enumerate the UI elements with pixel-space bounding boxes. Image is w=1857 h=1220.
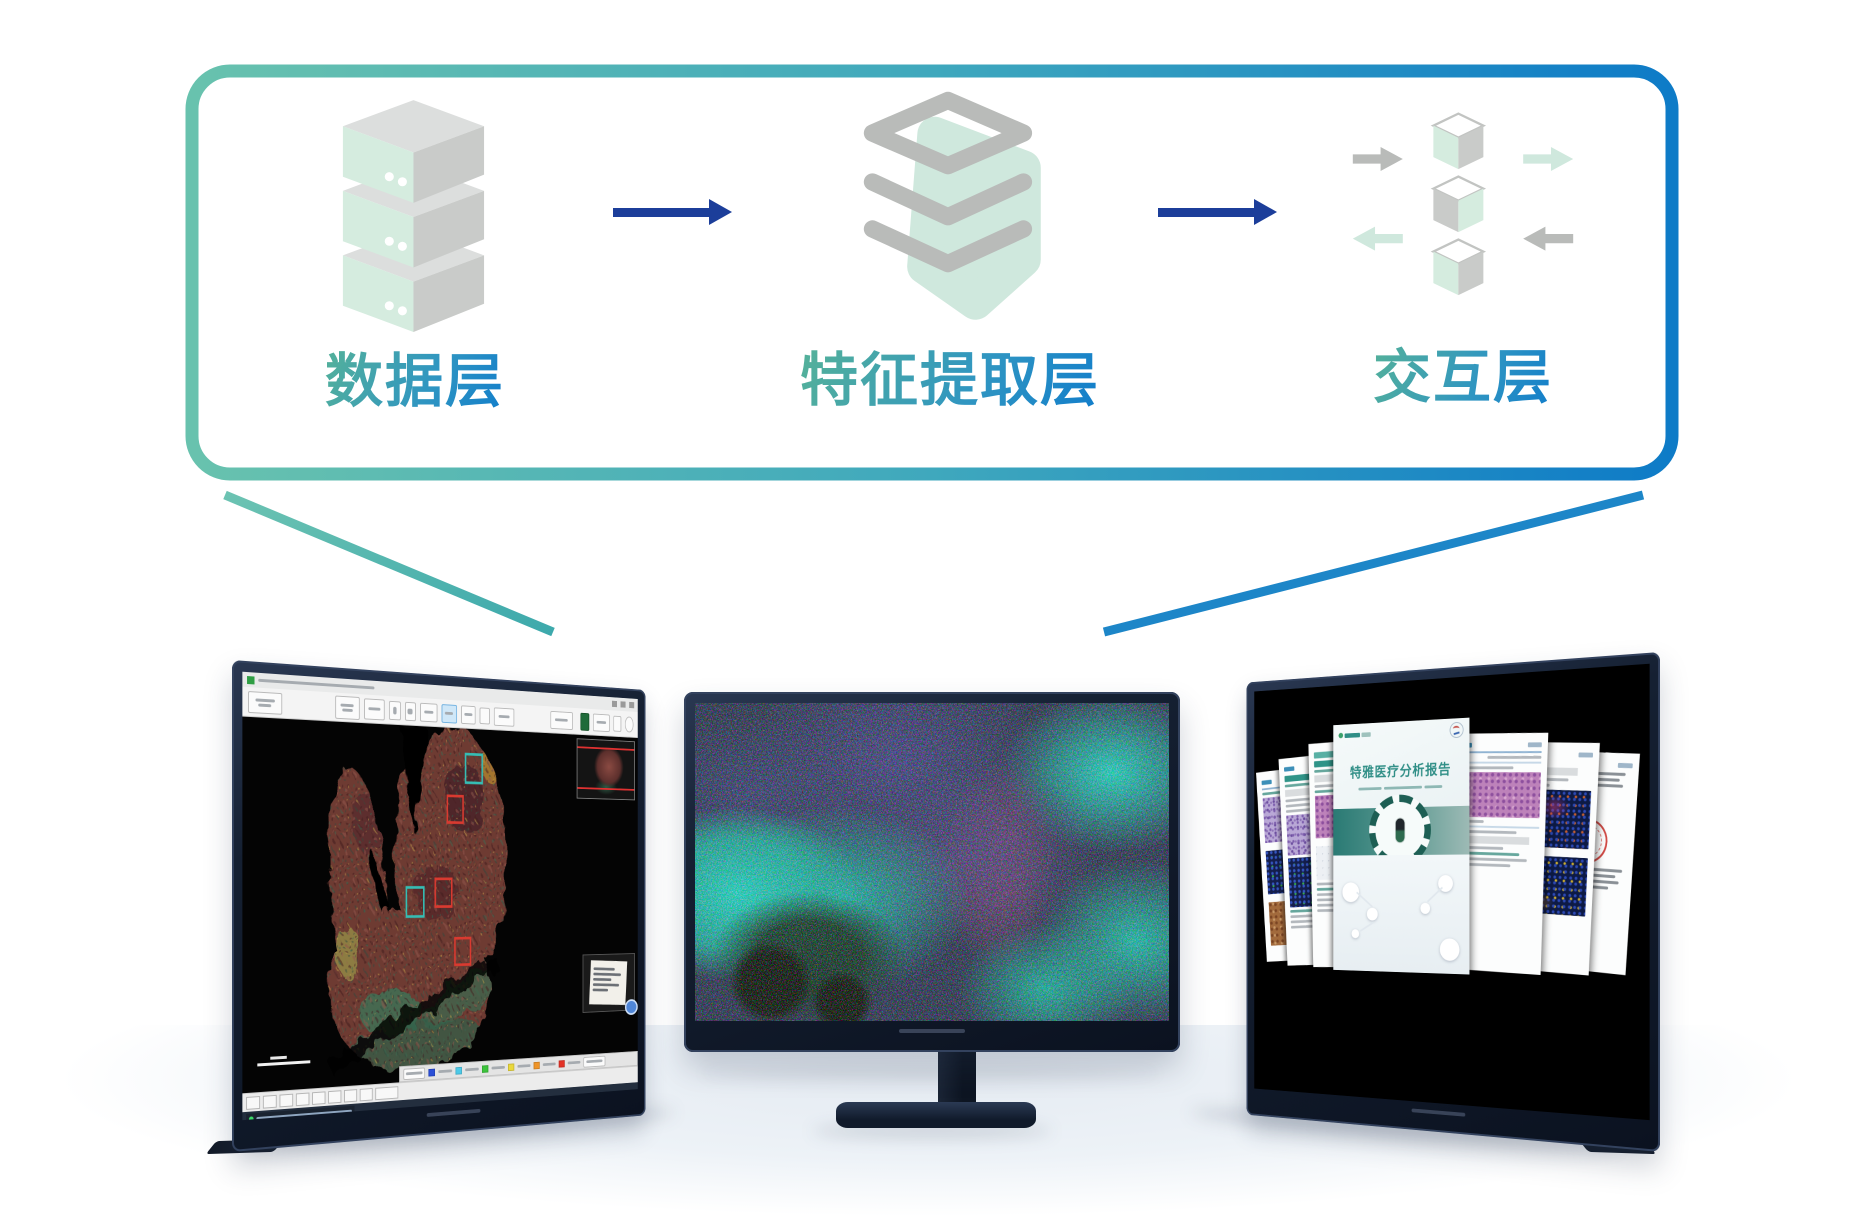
settings-gear-icon[interactable] bbox=[625, 715, 634, 733]
load-files-button[interactable] bbox=[247, 690, 283, 715]
channel-count-button[interactable] bbox=[583, 1055, 606, 1068]
node-label-data-layer: 数据层 bbox=[325, 334, 505, 418]
slide-minimap[interactable] bbox=[576, 738, 635, 801]
arrow-in-top-icon bbox=[1352, 146, 1403, 172]
app-icon bbox=[247, 675, 255, 684]
molecule-graphic bbox=[1333, 854, 1470, 975]
node-label-feature-extraction-layer: 特征提取层 bbox=[800, 333, 1100, 417]
cover-logos bbox=[1338, 721, 1464, 740]
toolbar-button[interactable] bbox=[334, 695, 360, 720]
flow-arrow-2 bbox=[1158, 199, 1277, 225]
window-controls[interactable] bbox=[611, 700, 635, 709]
cap-accreditation-logo bbox=[1449, 721, 1464, 738]
arrow-out-bottom-icon bbox=[1352, 226, 1403, 251]
connector-line-left bbox=[223, 490, 555, 637]
zoom-out-button[interactable] bbox=[246, 1095, 261, 1110]
window-title-text bbox=[258, 678, 375, 690]
tissue-section-image bbox=[329, 725, 559, 1092]
hand-tool-button[interactable] bbox=[404, 701, 416, 721]
node-data-layer: 数据层 bbox=[228, 92, 602, 418]
fit-view-button-active[interactable] bbox=[441, 703, 457, 724]
channel-swatch-cyan[interactable] bbox=[455, 1066, 462, 1075]
report-page-fan: 特雅医疗分析报告 bbox=[1254, 664, 1649, 1120]
zoom-preset-button[interactable] bbox=[312, 1090, 326, 1105]
right-monitor: 特雅医疗分析报告 bbox=[1246, 652, 1660, 1152]
right-monitor-screen: 特雅医疗分析报告 bbox=[1254, 663, 1650, 1121]
channel-swatch-blue[interactable] bbox=[428, 1068, 435, 1077]
toolbar-button[interactable] bbox=[613, 715, 622, 732]
zoom-preset-button[interactable] bbox=[344, 1088, 358, 1103]
left-monitor-screen bbox=[242, 671, 638, 1121]
channel-dapi-button[interactable] bbox=[403, 1066, 426, 1080]
arrow-in-bottom-icon bbox=[1523, 226, 1574, 251]
cover-band bbox=[1333, 793, 1470, 867]
slide-label-thumbnail[interactable] bbox=[582, 953, 638, 1016]
capsule-icon bbox=[1394, 817, 1405, 844]
zoom-button[interactable] bbox=[420, 702, 438, 723]
monitor-stand-neck bbox=[938, 1050, 976, 1112]
toolbar-button[interactable] bbox=[550, 710, 573, 730]
toolbar-button[interactable] bbox=[363, 697, 385, 721]
monitor-stand-base bbox=[836, 1102, 1036, 1128]
server-stack-icon bbox=[342, 100, 484, 332]
report-subtitle bbox=[1339, 784, 1464, 791]
connector-line-right bbox=[1102, 490, 1645, 637]
zoom-preset-button[interactable] bbox=[359, 1087, 373, 1101]
zoom-preset-button[interactable] bbox=[328, 1089, 342, 1104]
feature-layers-icon bbox=[863, 91, 1041, 320]
channel-swatch-yellow[interactable] bbox=[508, 1062, 515, 1071]
zoom-in-button[interactable] bbox=[262, 1094, 277, 1109]
slide-canvas[interactable] bbox=[242, 716, 638, 1094]
label-action-button[interactable] bbox=[624, 998, 638, 1016]
middle-monitor bbox=[684, 692, 1180, 1052]
node-interaction-layer: 交互层 bbox=[1318, 88, 1608, 414]
report-title: 特雅医疗分析报告 bbox=[1349, 761, 1452, 781]
channel-swatch-green[interactable] bbox=[481, 1064, 489, 1073]
middle-monitor-screen bbox=[695, 703, 1169, 1021]
zoom-preset-button[interactable] bbox=[295, 1092, 310, 1106]
toolbar-button[interactable] bbox=[479, 706, 490, 725]
slide-thumbnail-button[interactable] bbox=[580, 712, 590, 731]
report-cover-page: 特雅医疗分析报告 bbox=[1333, 717, 1470, 975]
zoom-percent-button[interactable] bbox=[375, 1085, 399, 1100]
channel-swatch-orange[interactable] bbox=[533, 1061, 540, 1069]
node-feature-extraction-layer: 特征提取层 bbox=[758, 78, 1142, 417]
toolbar-button[interactable] bbox=[493, 706, 515, 727]
node-label-interaction-layer: 交互层 bbox=[1373, 330, 1553, 414]
flow-arrow-1 bbox=[613, 199, 732, 225]
toolbar-button[interactable] bbox=[460, 704, 476, 725]
fluorescence-grain-layer bbox=[695, 703, 1169, 1021]
pointer-tool-button[interactable] bbox=[389, 700, 401, 720]
lab-logo bbox=[1338, 731, 1371, 739]
channel-swatch-red[interactable] bbox=[558, 1059, 565, 1068]
zoom-preset-button[interactable] bbox=[279, 1093, 294, 1107]
toolbar-button[interactable] bbox=[592, 713, 610, 732]
io-cubes-icon bbox=[1352, 112, 1574, 296]
arrow-out-top-icon bbox=[1523, 146, 1574, 172]
left-monitor bbox=[232, 660, 646, 1152]
middle-monitor-shadow bbox=[700, 1066, 1160, 1080]
slide-label-handwriting bbox=[589, 960, 628, 1005]
middle-monitor-brand bbox=[695, 1021, 1169, 1041]
